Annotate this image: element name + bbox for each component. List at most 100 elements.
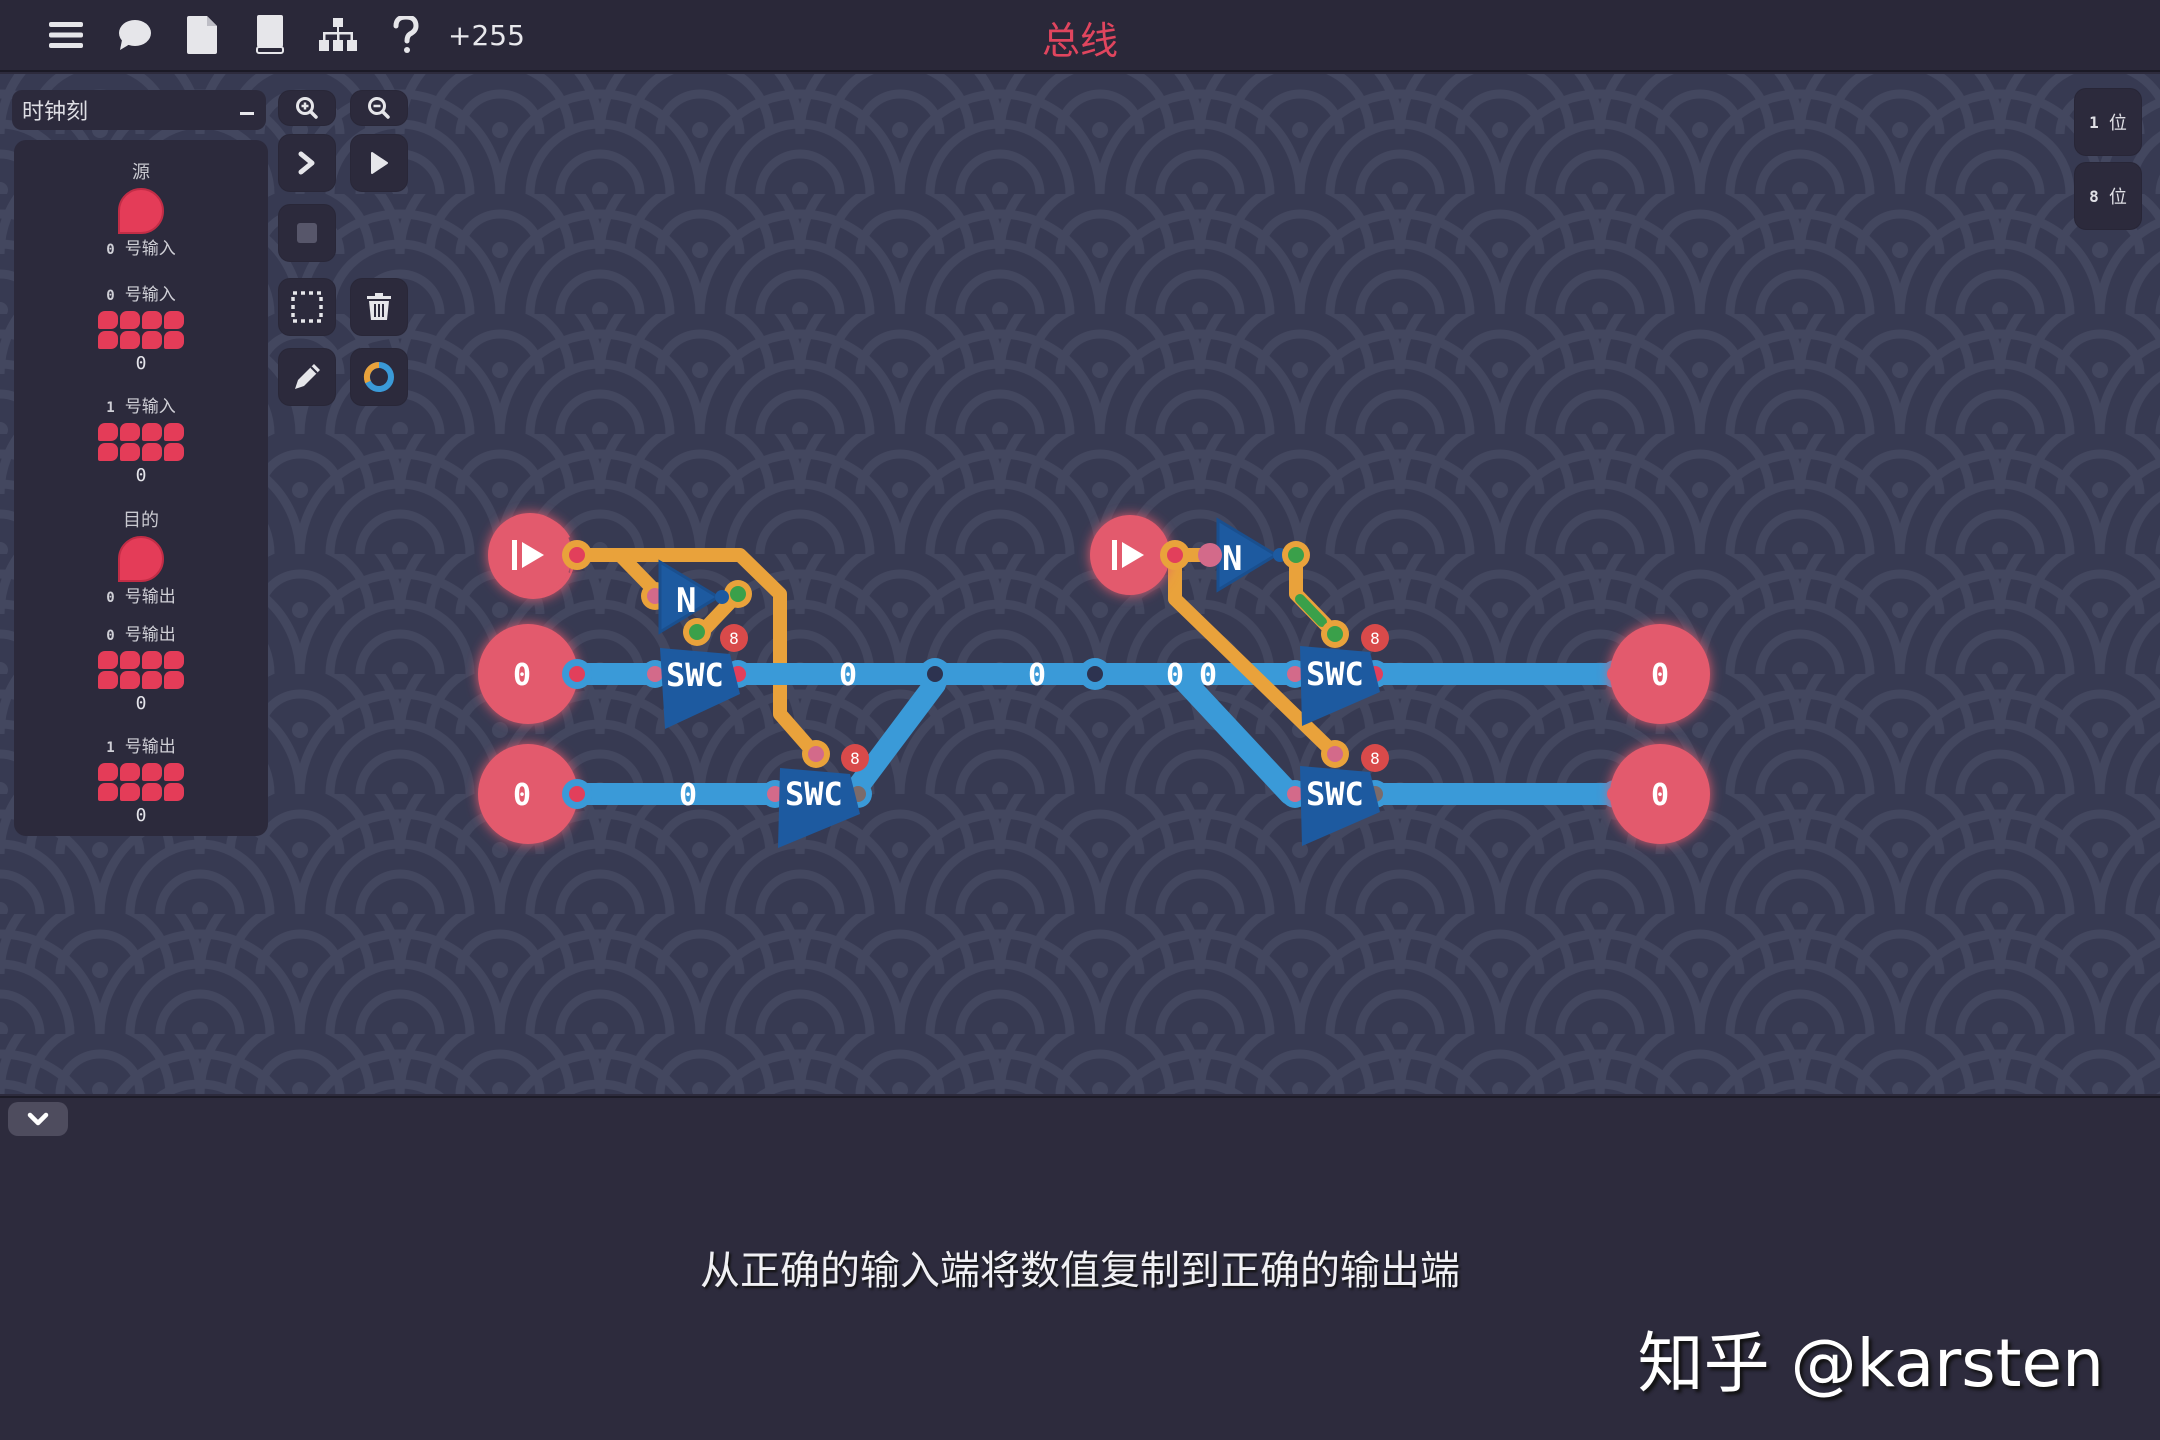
source-8bit-pin-0[interactable] bbox=[98, 311, 184, 349]
output-value-0: 0 bbox=[1651, 658, 1669, 693]
bit-width-badge-4: 8 bbox=[1361, 744, 1389, 772]
file-icon bbox=[187, 16, 217, 54]
hierarchy-icon bbox=[319, 18, 357, 51]
not-gate-label: N bbox=[676, 581, 696, 621]
chat-icon bbox=[119, 20, 151, 50]
instruction-panel: 从正确的输入端将数值复制到正确的输出端 知乎 @karsten bbox=[0, 1096, 2160, 1440]
wire-value-5: 0 bbox=[1199, 658, 1217, 693]
chevron-down-icon bbox=[27, 1112, 49, 1126]
destination-8bit-pin-0[interactable] bbox=[98, 651, 184, 689]
step-icon bbox=[298, 151, 315, 175]
wave-pattern-background bbox=[0, 74, 2160, 1094]
zoom-in-icon bbox=[296, 97, 318, 119]
output-pin-8bit-0[interactable] bbox=[1610, 624, 1710, 724]
not-gate-right[interactable]: N bbox=[1216, 517, 1287, 593]
play-icon bbox=[512, 540, 544, 570]
svg-text:8: 8 bbox=[1370, 749, 1380, 768]
svg-text:8: 8 bbox=[1370, 629, 1380, 648]
pencil-icon bbox=[295, 364, 320, 389]
switch-gate-2[interactable]: SWC bbox=[778, 768, 860, 848]
source-item-value: 0 bbox=[135, 465, 147, 486]
score-counter: +255 bbox=[448, 18, 525, 52]
bus-wires-right[interactable] bbox=[1167, 663, 1626, 805]
level-objective: 从正确的输入端将数值复制到正确的输出端 bbox=[700, 1248, 1460, 1294]
source-1bit-pin[interactable] bbox=[118, 188, 164, 234]
color-ring-icon bbox=[363, 361, 394, 392]
chat-button[interactable] bbox=[100, 5, 168, 65]
zoom-out-button[interactable] bbox=[350, 90, 408, 126]
book-button[interactable] bbox=[236, 5, 304, 65]
pencil-button[interactable] bbox=[278, 348, 336, 406]
switch-gate-4[interactable]: SWC bbox=[1300, 766, 1380, 846]
book-icon bbox=[256, 15, 284, 54]
zoom-in-button[interactable] bbox=[278, 90, 336, 126]
source-8bit-pin-1[interactable] bbox=[98, 423, 184, 461]
stop-icon bbox=[297, 223, 317, 243]
menu-icon bbox=[49, 22, 83, 48]
source-item-value: 0 bbox=[135, 353, 147, 374]
wire-value-4: 0 bbox=[1166, 658, 1184, 693]
input-value-1: 0 bbox=[513, 778, 531, 813]
switch-label: SWC bbox=[1306, 655, 1364, 693]
bit-width-badge-2: 8 bbox=[841, 744, 869, 772]
help-icon bbox=[393, 16, 419, 53]
destination-8bit-pin-1[interactable] bbox=[98, 763, 184, 801]
minus-icon[interactable] bbox=[240, 111, 254, 115]
top-bar: +255 总线 bbox=[0, 0, 2160, 72]
watermark: 知乎 @karsten bbox=[1637, 1325, 2104, 1402]
switch-label: SWC bbox=[1306, 775, 1364, 813]
circuit-canvas[interactable]: 0 0 N SWC bbox=[0, 74, 2160, 1094]
bit-width-badge-3: 8 bbox=[1361, 624, 1389, 652]
hierarchy-button[interactable] bbox=[304, 5, 372, 65]
input-value-0: 0 bbox=[513, 658, 531, 693]
not-gate-left[interactable]: N bbox=[658, 559, 729, 635]
destination-item-value: 0 bbox=[135, 805, 147, 826]
wire-value-2: 0 bbox=[679, 778, 697, 813]
select-area-button[interactable] bbox=[278, 278, 336, 336]
step-button[interactable] bbox=[278, 134, 336, 192]
zoom-out-icon bbox=[368, 97, 390, 119]
badge: 8 bbox=[720, 624, 748, 652]
clock-tick-value: 时钟刻 bbox=[22, 100, 89, 125]
source-section-title: 源 bbox=[132, 162, 150, 183]
destination-section-title: 目的 bbox=[123, 510, 159, 531]
wire-value-1: 0 bbox=[839, 658, 857, 693]
play-button[interactable] bbox=[350, 134, 408, 192]
input-pin-8bit-0[interactable] bbox=[478, 624, 578, 724]
destination-1bit-pin[interactable] bbox=[118, 536, 164, 582]
bits-badge-swc1 bbox=[721, 698, 749, 726]
trash-icon bbox=[367, 293, 391, 320]
circuit-diagram[interactable]: 0 0 N SWC bbox=[0, 74, 2160, 1094]
bus-wires-left[interactable] bbox=[567, 663, 946, 805]
wire-value-3: 0 bbox=[1028, 658, 1046, 693]
destination-item-value: 0 bbox=[135, 693, 147, 714]
not-gate-label: N bbox=[1222, 539, 1242, 579]
select-area-icon bbox=[291, 291, 323, 323]
svg-text:8: 8 bbox=[850, 749, 860, 768]
color-picker-button[interactable] bbox=[350, 348, 408, 406]
switch-gate-3[interactable]: SWC bbox=[1300, 646, 1380, 726]
play-icon bbox=[1112, 540, 1144, 570]
file-button[interactable] bbox=[168, 5, 236, 65]
collapse-panel-button[interactable] bbox=[8, 1102, 68, 1136]
help-button[interactable] bbox=[372, 5, 440, 65]
delete-button[interactable] bbox=[350, 278, 408, 336]
menu-button[interactable] bbox=[32, 5, 100, 65]
clock-tick-select[interactable]: 时钟刻 bbox=[12, 90, 266, 130]
input-pin-8bit-1[interactable] bbox=[478, 744, 578, 844]
stop-button[interactable] bbox=[278, 204, 336, 262]
switch-gate-1[interactable]: SWC bbox=[660, 648, 740, 729]
output-value-1: 0 bbox=[1651, 778, 1669, 813]
output-pin-8bit-1[interactable] bbox=[1610, 744, 1710, 844]
play-icon bbox=[371, 152, 388, 174]
switch-label: SWC bbox=[785, 775, 843, 813]
